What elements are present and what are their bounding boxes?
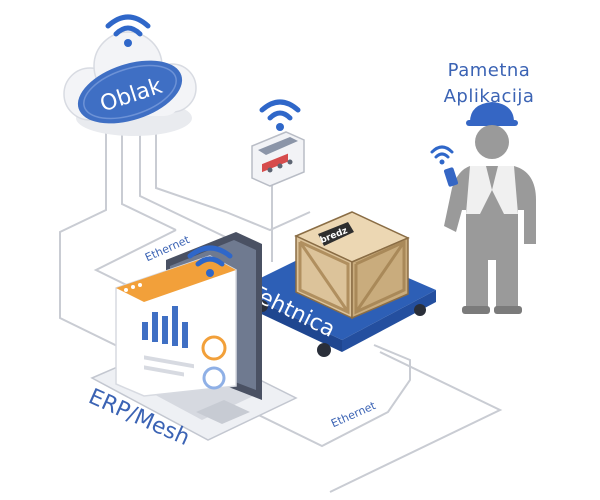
cloud-icon <box>63 31 197 136</box>
laptop-icon <box>90 232 298 441</box>
wifi-icon <box>105 14 151 47</box>
app-label-line2: Aplikacija <box>443 86 535 107</box>
scale-indicator-icon <box>251 131 305 187</box>
crate-icon <box>294 211 410 320</box>
phone-icon <box>443 167 459 187</box>
app-label-line1: Pametna <box>447 60 531 81</box>
ethernet-label-bottom: Ethernet <box>329 399 378 430</box>
wifi-icon <box>187 245 233 277</box>
wifi-icon <box>259 99 301 131</box>
network-lines <box>59 112 503 493</box>
worker-icon <box>444 102 536 314</box>
wifi-icon <box>430 145 454 165</box>
